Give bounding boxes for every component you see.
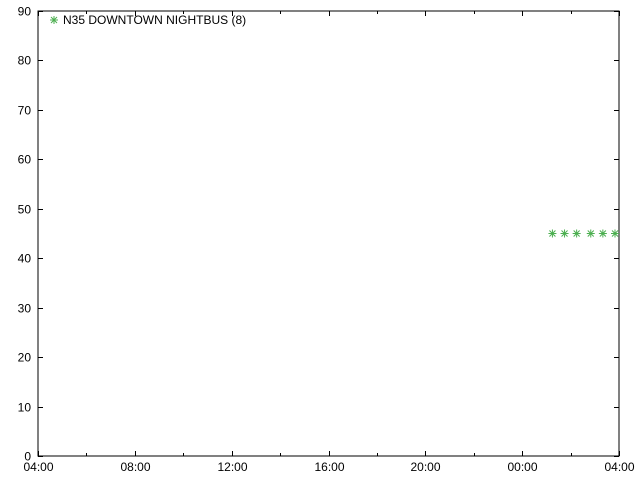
data-point <box>572 229 581 238</box>
asterisk-stroke <box>50 16 58 24</box>
x-tick-label: 00:00 <box>507 460 537 474</box>
legend-label: N35 DOWNTOWN NIGHTBUS (8) <box>63 13 246 27</box>
y-tick-label: 70 <box>18 104 32 118</box>
y-axis-tick-labels: 0 10 20 30 40 50 60 70 80 90 <box>18 5 32 464</box>
x-axis-tick-labels: 04:00 08:00 12:00 16:00 20:00 00:00 04:00 <box>23 460 634 474</box>
plot-area <box>37 10 620 457</box>
x-tick-label: 16:00 <box>314 460 344 474</box>
y-tick-label: 50 <box>18 203 32 217</box>
y-tick-label: 60 <box>18 153 32 167</box>
legend-marker-asterisk <box>50 16 58 24</box>
y-tick-label: 0 <box>24 450 31 464</box>
x-tick-label: 20:00 <box>410 460 440 474</box>
x-tick-label: 04:00 <box>604 460 634 474</box>
y-tick-label: 30 <box>18 302 32 316</box>
data-point <box>611 229 619 238</box>
x-tick-label: 08:00 <box>120 460 150 474</box>
y-tick-label: 20 <box>18 351 32 365</box>
asterisk-stroke <box>611 230 619 237</box>
asterisk-stroke <box>549 230 556 237</box>
data-points <box>548 229 619 238</box>
data-point <box>560 229 569 238</box>
asterisk-stroke <box>587 230 595 237</box>
y-tick-label: 40 <box>18 252 32 266</box>
y-tick-label: 80 <box>18 54 32 68</box>
y-tick-label: 90 <box>18 5 32 19</box>
data-point <box>586 229 595 238</box>
asterisk-stroke <box>599 230 607 237</box>
axis-ticks <box>38 11 620 457</box>
x-tick-label: 12:00 <box>217 460 247 474</box>
legend-marker <box>50 16 58 24</box>
x-tick-label: 04:00 <box>23 460 53 474</box>
legend: N35 DOWNTOWN NIGHTBUS (8) <box>50 13 246 27</box>
data-point <box>548 229 557 238</box>
data-point <box>598 229 607 238</box>
asterisk-stroke <box>561 230 568 237</box>
y-tick-label: 10 <box>18 401 32 415</box>
asterisk-stroke <box>573 230 580 237</box>
